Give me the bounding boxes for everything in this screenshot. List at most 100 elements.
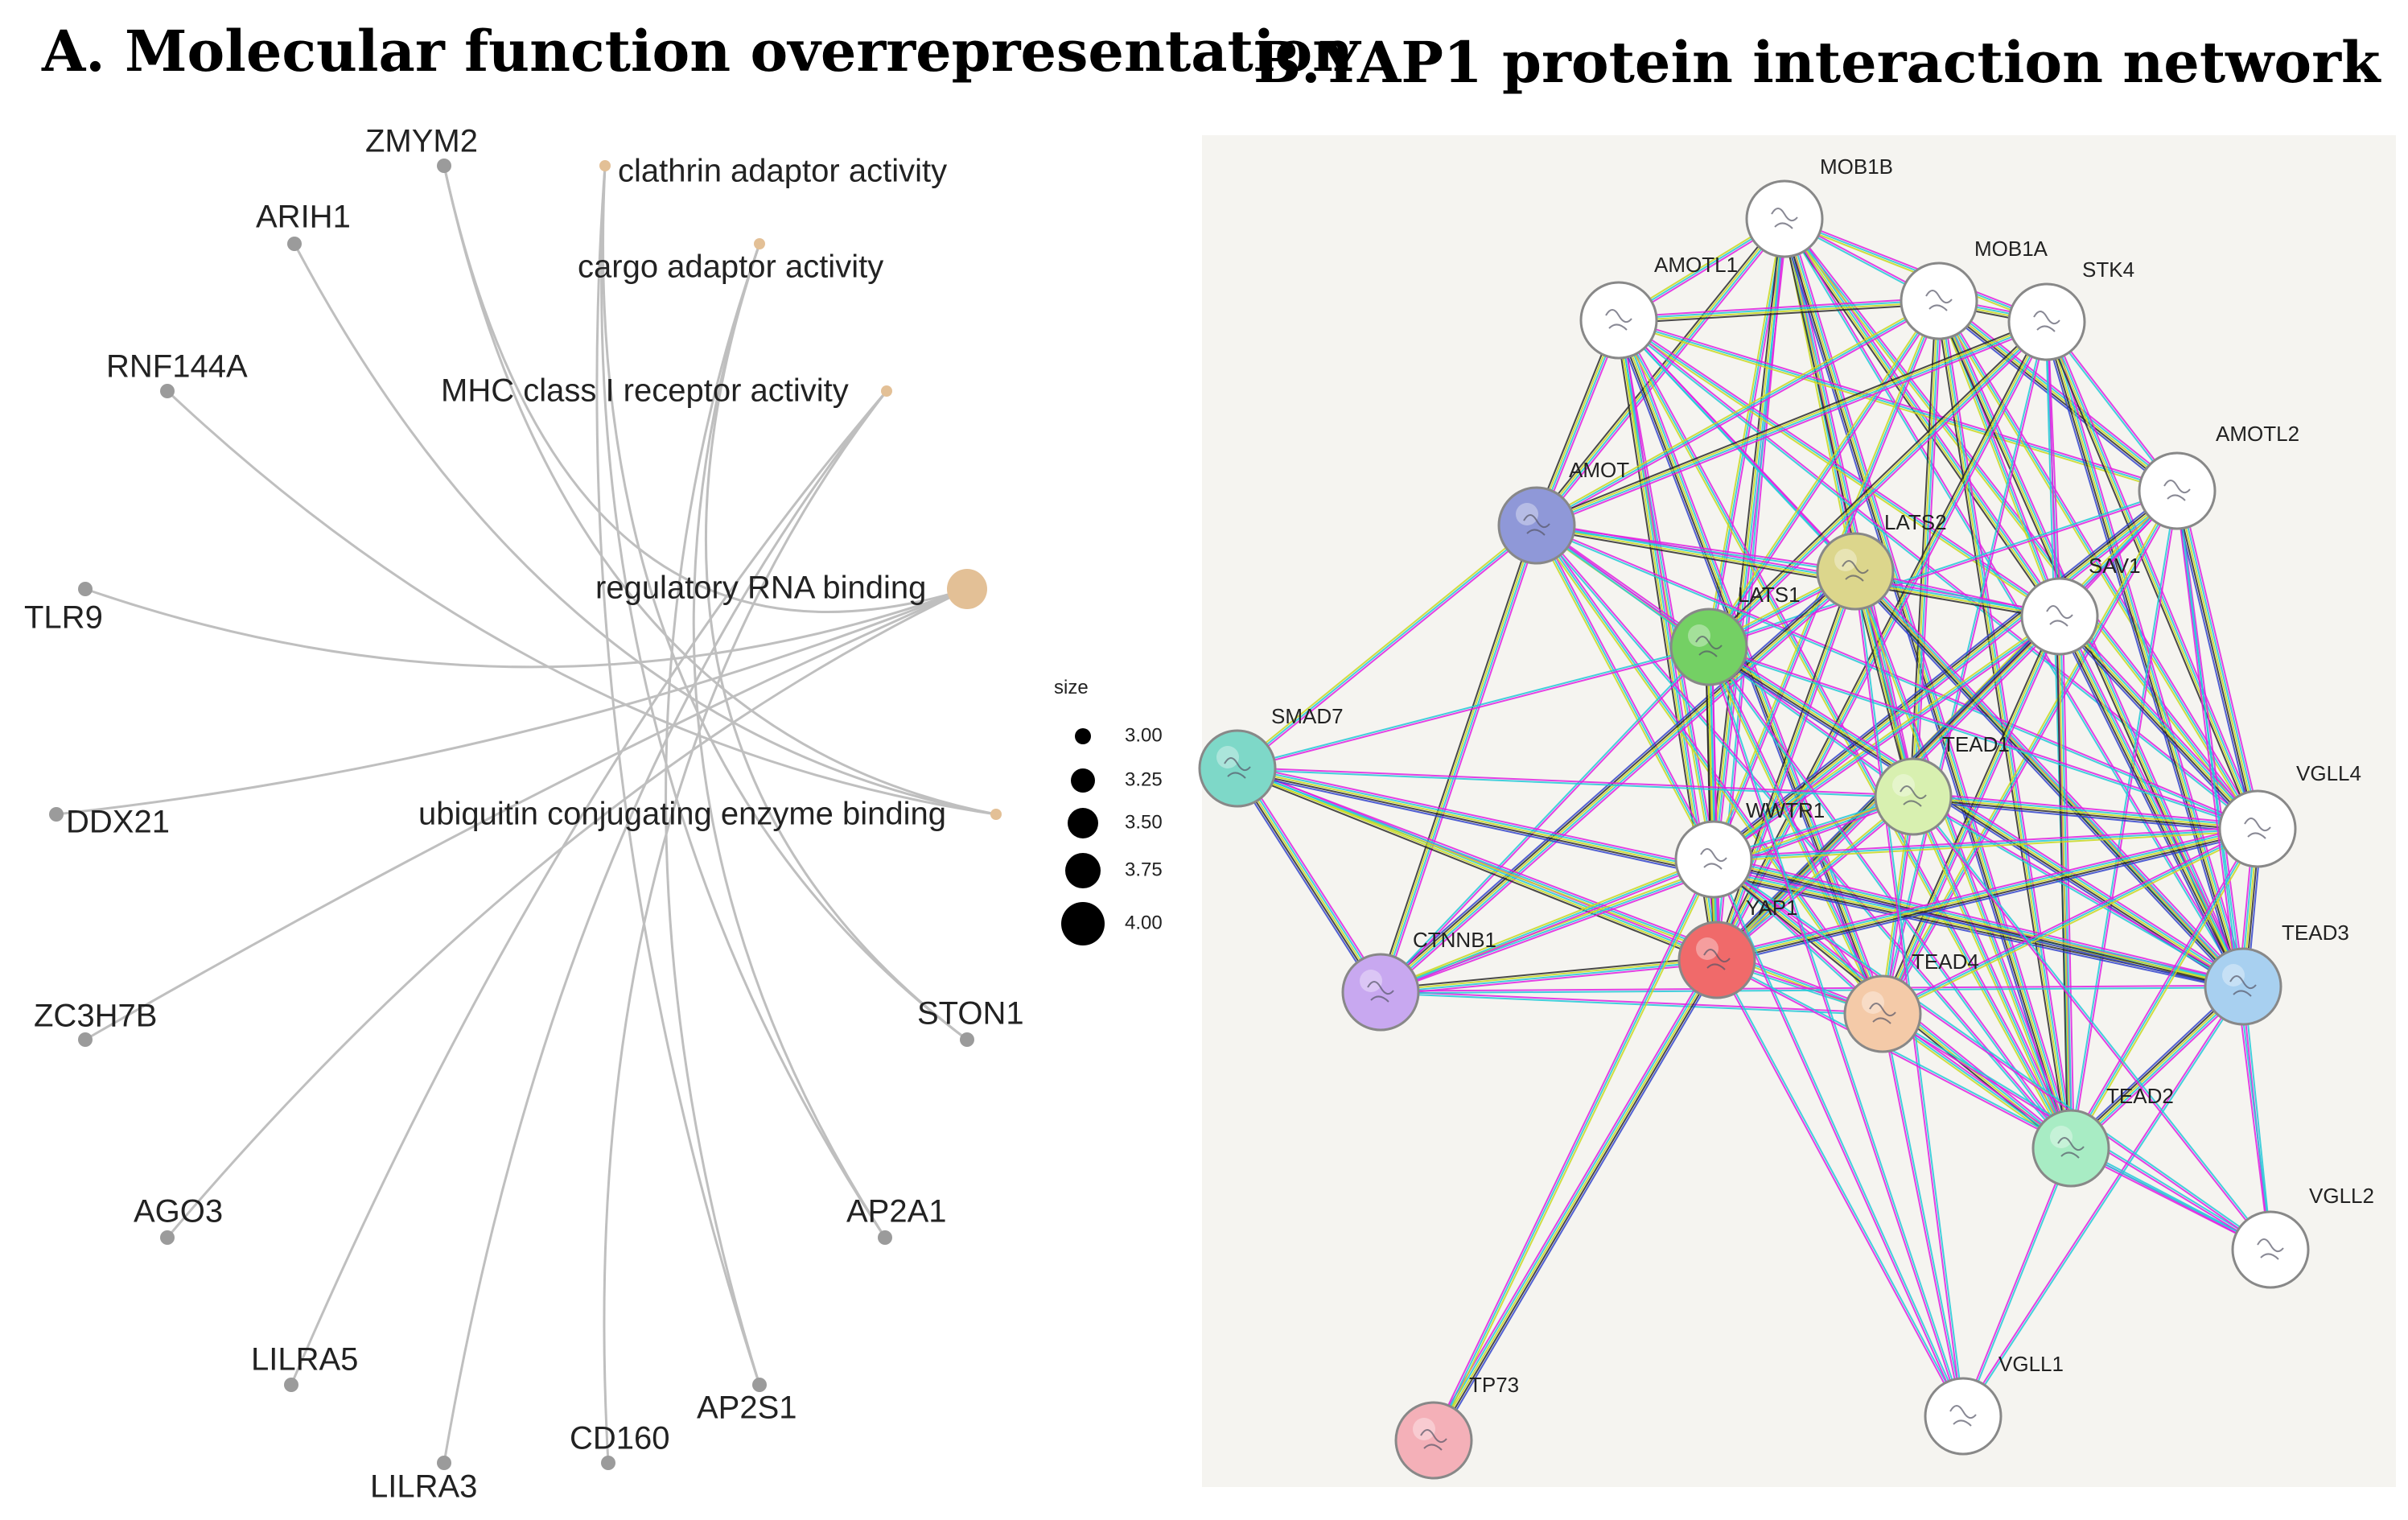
protein-label: VGLL2 [2309, 1184, 2374, 1208]
protein-node[interactable]: TEAD4 [1843, 949, 1979, 1053]
ppi-edge [2177, 490, 2273, 1250]
ppi-edge [2177, 490, 2245, 987]
ppi-edge [1714, 859, 1966, 1416]
cnet-edge [595, 165, 761, 1386]
ppi-edge [1536, 319, 2047, 525]
category-node [881, 385, 892, 397]
protein-node[interactable]: MOB1B [1745, 154, 1893, 258]
protein-node[interactable]: AMOTL1 [1579, 253, 1738, 360]
protein-node[interactable]: VGLL2 [2231, 1184, 2374, 1289]
ppi-edge [1708, 646, 1883, 1015]
ppi-edge [1237, 765, 1884, 1013]
protein-node-highlight [1862, 991, 1884, 1014]
ppi-edge [2050, 320, 2248, 986]
protein-node-highlight [1693, 837, 1715, 859]
ppi-edge [1236, 770, 1716, 964]
gene-label: ARIH1 [256, 200, 351, 235]
protein-node[interactable]: TEAD2 [2031, 1084, 2174, 1188]
ppi-edge [1938, 300, 2178, 492]
ppi-edge [2047, 321, 2073, 1148]
ppi-edge [1620, 319, 1717, 859]
protein-label: TEAD2 [2106, 1084, 2174, 1108]
ppi-edge [2044, 322, 2071, 1149]
protein-node[interactable]: TEAD3 [2204, 921, 2349, 1026]
ppi-edge [1537, 323, 2048, 529]
legend-label: 3.75 [1125, 859, 1163, 880]
ppi-edge [1433, 959, 1718, 1441]
cnet-edge [442, 390, 888, 1464]
ppi-edge [1381, 860, 1715, 995]
ppi-edge [1237, 768, 1381, 993]
ppi-edge [1238, 767, 1384, 992]
ppi-edge [2175, 491, 2270, 1250]
ppi-edge [1882, 828, 2258, 1015]
category-node [990, 809, 1002, 820]
protein-node[interactable]: WWTR1 [1674, 798, 1825, 899]
ppi-edge [1536, 525, 2060, 619]
cnet-edge [704, 243, 968, 1041]
gene-node [160, 384, 175, 398]
ppi-edge [1618, 299, 1939, 320]
ppi-edge [1240, 765, 1385, 991]
protein-structure-icon [2163, 480, 2191, 501]
protein-node[interactable]: SAV1 [2020, 554, 2141, 656]
ppi-edge [2056, 618, 2255, 833]
ppi-edge [2171, 491, 2254, 830]
protein-node-circle [2007, 282, 2086, 361]
protein-node[interactable]: LATS1 [1669, 583, 1801, 686]
protein-node[interactable]: TEAD1 [1874, 732, 2010, 836]
protein-node-highlight [2222, 964, 2245, 987]
protein-node[interactable]: LATS2 [1816, 510, 1947, 611]
legend-dot [1065, 853, 1101, 888]
gene-node [752, 1378, 767, 1392]
ppi-edge [1233, 770, 1378, 995]
protein-node[interactable]: VGLL1 [1924, 1352, 2064, 1456]
ppi-edge [2178, 490, 2261, 829]
ppi-edge [1963, 987, 2245, 1418]
ppi-edge [1381, 797, 1915, 995]
protein-node[interactable]: YAP1 [1677, 896, 1798, 999]
protein-node[interactable]: STK4 [2007, 257, 2134, 361]
legend-label: 3.25 [1125, 768, 1163, 790]
protein-node[interactable]: TP73 [1394, 1373, 1519, 1480]
ppi-edge [1237, 768, 1883, 1015]
ppi-edge [1708, 647, 2258, 831]
protein-node[interactable]: VGLL4 [2218, 761, 2361, 868]
protein-label: MOB1B [1820, 154, 1893, 179]
ppi-edge [1711, 614, 2060, 859]
protein-node-circle [1924, 1377, 2003, 1456]
gene-label: ZMYM2 [365, 124, 478, 159]
protein-node[interactable]: MOB1A [1900, 237, 2048, 340]
ppi-edge [1714, 858, 2272, 1250]
cnet-edges [56, 165, 997, 1464]
ppi-edge [1710, 642, 2246, 984]
ppi-edge [1617, 320, 2258, 830]
protein-node[interactable]: SMAD7 [1198, 704, 1344, 808]
protein-node-highlight [1688, 624, 1710, 647]
ppi-edge [1707, 648, 2243, 990]
ppi-edge [1714, 794, 1912, 959]
ppi-edge [1708, 646, 2244, 987]
ppi-edge [1430, 858, 1713, 1440]
ppi-edge [1717, 958, 1966, 1416]
protein-label: WWTR1 [1746, 798, 1825, 822]
protein-node-highlight [1216, 746, 1239, 768]
ppi-edge [1619, 301, 1940, 323]
ppi-edge [1912, 797, 2270, 1251]
ppi-edge [2056, 616, 2242, 988]
protein-node-highlight [1834, 549, 1857, 571]
protein-node[interactable]: AMOT [1497, 458, 1629, 565]
ppi-edge [2180, 489, 2263, 829]
ppi-edge [2042, 323, 2240, 988]
protein-node[interactable]: AMOTL2 [2138, 422, 2299, 530]
ppi-edge [1880, 1014, 1963, 1417]
legend-label: 4.00 [1125, 912, 1163, 933]
ppi-edge [1781, 219, 2070, 1150]
ppi-edge [1913, 793, 2258, 828]
protein-node[interactable]: CTNNB1 [1341, 928, 1496, 1032]
protein-structure-icon [1700, 848, 1727, 870]
ppi-edge [2057, 617, 2257, 831]
protein-structure-icon [1771, 208, 1798, 229]
